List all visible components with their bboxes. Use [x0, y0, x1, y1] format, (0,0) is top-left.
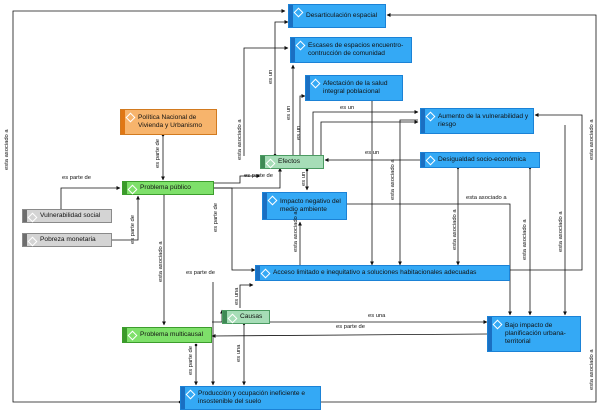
edge-label: es un [301, 171, 307, 186]
diamond-icon [295, 40, 306, 51]
edge-label: es un [340, 105, 355, 111]
edge-label: es parte de [130, 214, 136, 244]
node-impacto-negativo[interactable]: Impacto negativo del medio ambiente [262, 192, 347, 220]
diamond-icon [125, 112, 136, 123]
edge-label: esta asociado a [452, 209, 458, 250]
diamond-icon [185, 389, 196, 400]
edge-label: esta asociado a [589, 349, 595, 390]
diamond-icon [260, 268, 271, 279]
diamond-icon [425, 111, 436, 122]
edge-label: es parte de [62, 175, 92, 181]
edge-label: es parte de [336, 324, 366, 330]
node-vulnerabilidad-social[interactable]: Vulnerabilidad social [22, 209, 112, 223]
edge-label: es un [286, 105, 292, 120]
edge-label: es parte de [244, 173, 274, 179]
node-desigualdad[interactable]: Desigualdad socio-económica [420, 152, 540, 168]
edge-label: es una [368, 313, 386, 319]
diamond-icon [227, 313, 238, 324]
diamond-icon [267, 195, 278, 206]
edge-label: esta asociado a [558, 211, 564, 252]
node-aumento-vulnerabilidad[interactable]: Aumento de la vulnerabilidad y riesgo [420, 108, 534, 134]
edge-label: es parte de [213, 202, 219, 232]
node-pobreza-monetaria[interactable]: Pobreza monetaria [22, 233, 112, 247]
node-acceso-limitado[interactable]: Acceso limitado e inequitativo a solucio… [255, 265, 510, 281]
edge-label: es parte de [186, 270, 216, 276]
node-produccion-ocupacion[interactable]: Producción y ocupación ineficiente e ins… [180, 386, 321, 410]
edge-label: esta asociado a [390, 159, 396, 200]
diamond-icon [27, 236, 38, 247]
diamond-icon [492, 319, 503, 330]
edge-label: esta asociado a [522, 219, 528, 260]
node-causas[interactable]: Causas [222, 310, 270, 324]
edge-label: es un [365, 150, 380, 156]
diamond-icon [265, 158, 276, 169]
node-afectacion-salud[interactable]: Afectación de la salud integral poblacio… [305, 75, 403, 101]
node-politica-nacional[interactable]: Política Nacional de Vivienda y Urbanism… [120, 109, 217, 135]
node-problema-publico[interactable]: Problema público [122, 181, 214, 195]
diamond-icon [425, 155, 436, 166]
edge-label: esta asociado a [466, 195, 507, 201]
edge-label: esta asociado a [589, 119, 595, 160]
edge-label: esta asociado a [293, 211, 299, 252]
edge-label: es una [234, 287, 240, 305]
edge-label: esta asociado a [158, 241, 164, 282]
node-problema-multicausal[interactable]: Problema multicausal [122, 327, 212, 343]
diamond-icon [310, 78, 321, 89]
edge-label: es una [236, 344, 242, 362]
edge-label: esta asociado a [237, 119, 243, 160]
edge-label: es un [268, 69, 274, 84]
diamond-icon [127, 184, 138, 195]
edge-label: es parte de [155, 138, 161, 168]
node-desarticulacion-espacial[interactable]: Desarticulación espacial [288, 4, 386, 28]
node-bajo-impacto[interactable]: Bajo impacto de planificación urbana-ter… [487, 316, 581, 352]
edge-label: es un [296, 125, 302, 140]
diamond-icon [27, 212, 38, 223]
node-efectos[interactable]: Efectos [260, 155, 324, 169]
node-escases-espacios[interactable]: Escases de espacios encuentro-contrucció… [290, 37, 412, 63]
edge-label: es parte de [188, 345, 194, 375]
diamond-icon [293, 7, 304, 18]
diamond-icon [127, 330, 138, 341]
edge-label: esta asociado a [4, 129, 10, 170]
